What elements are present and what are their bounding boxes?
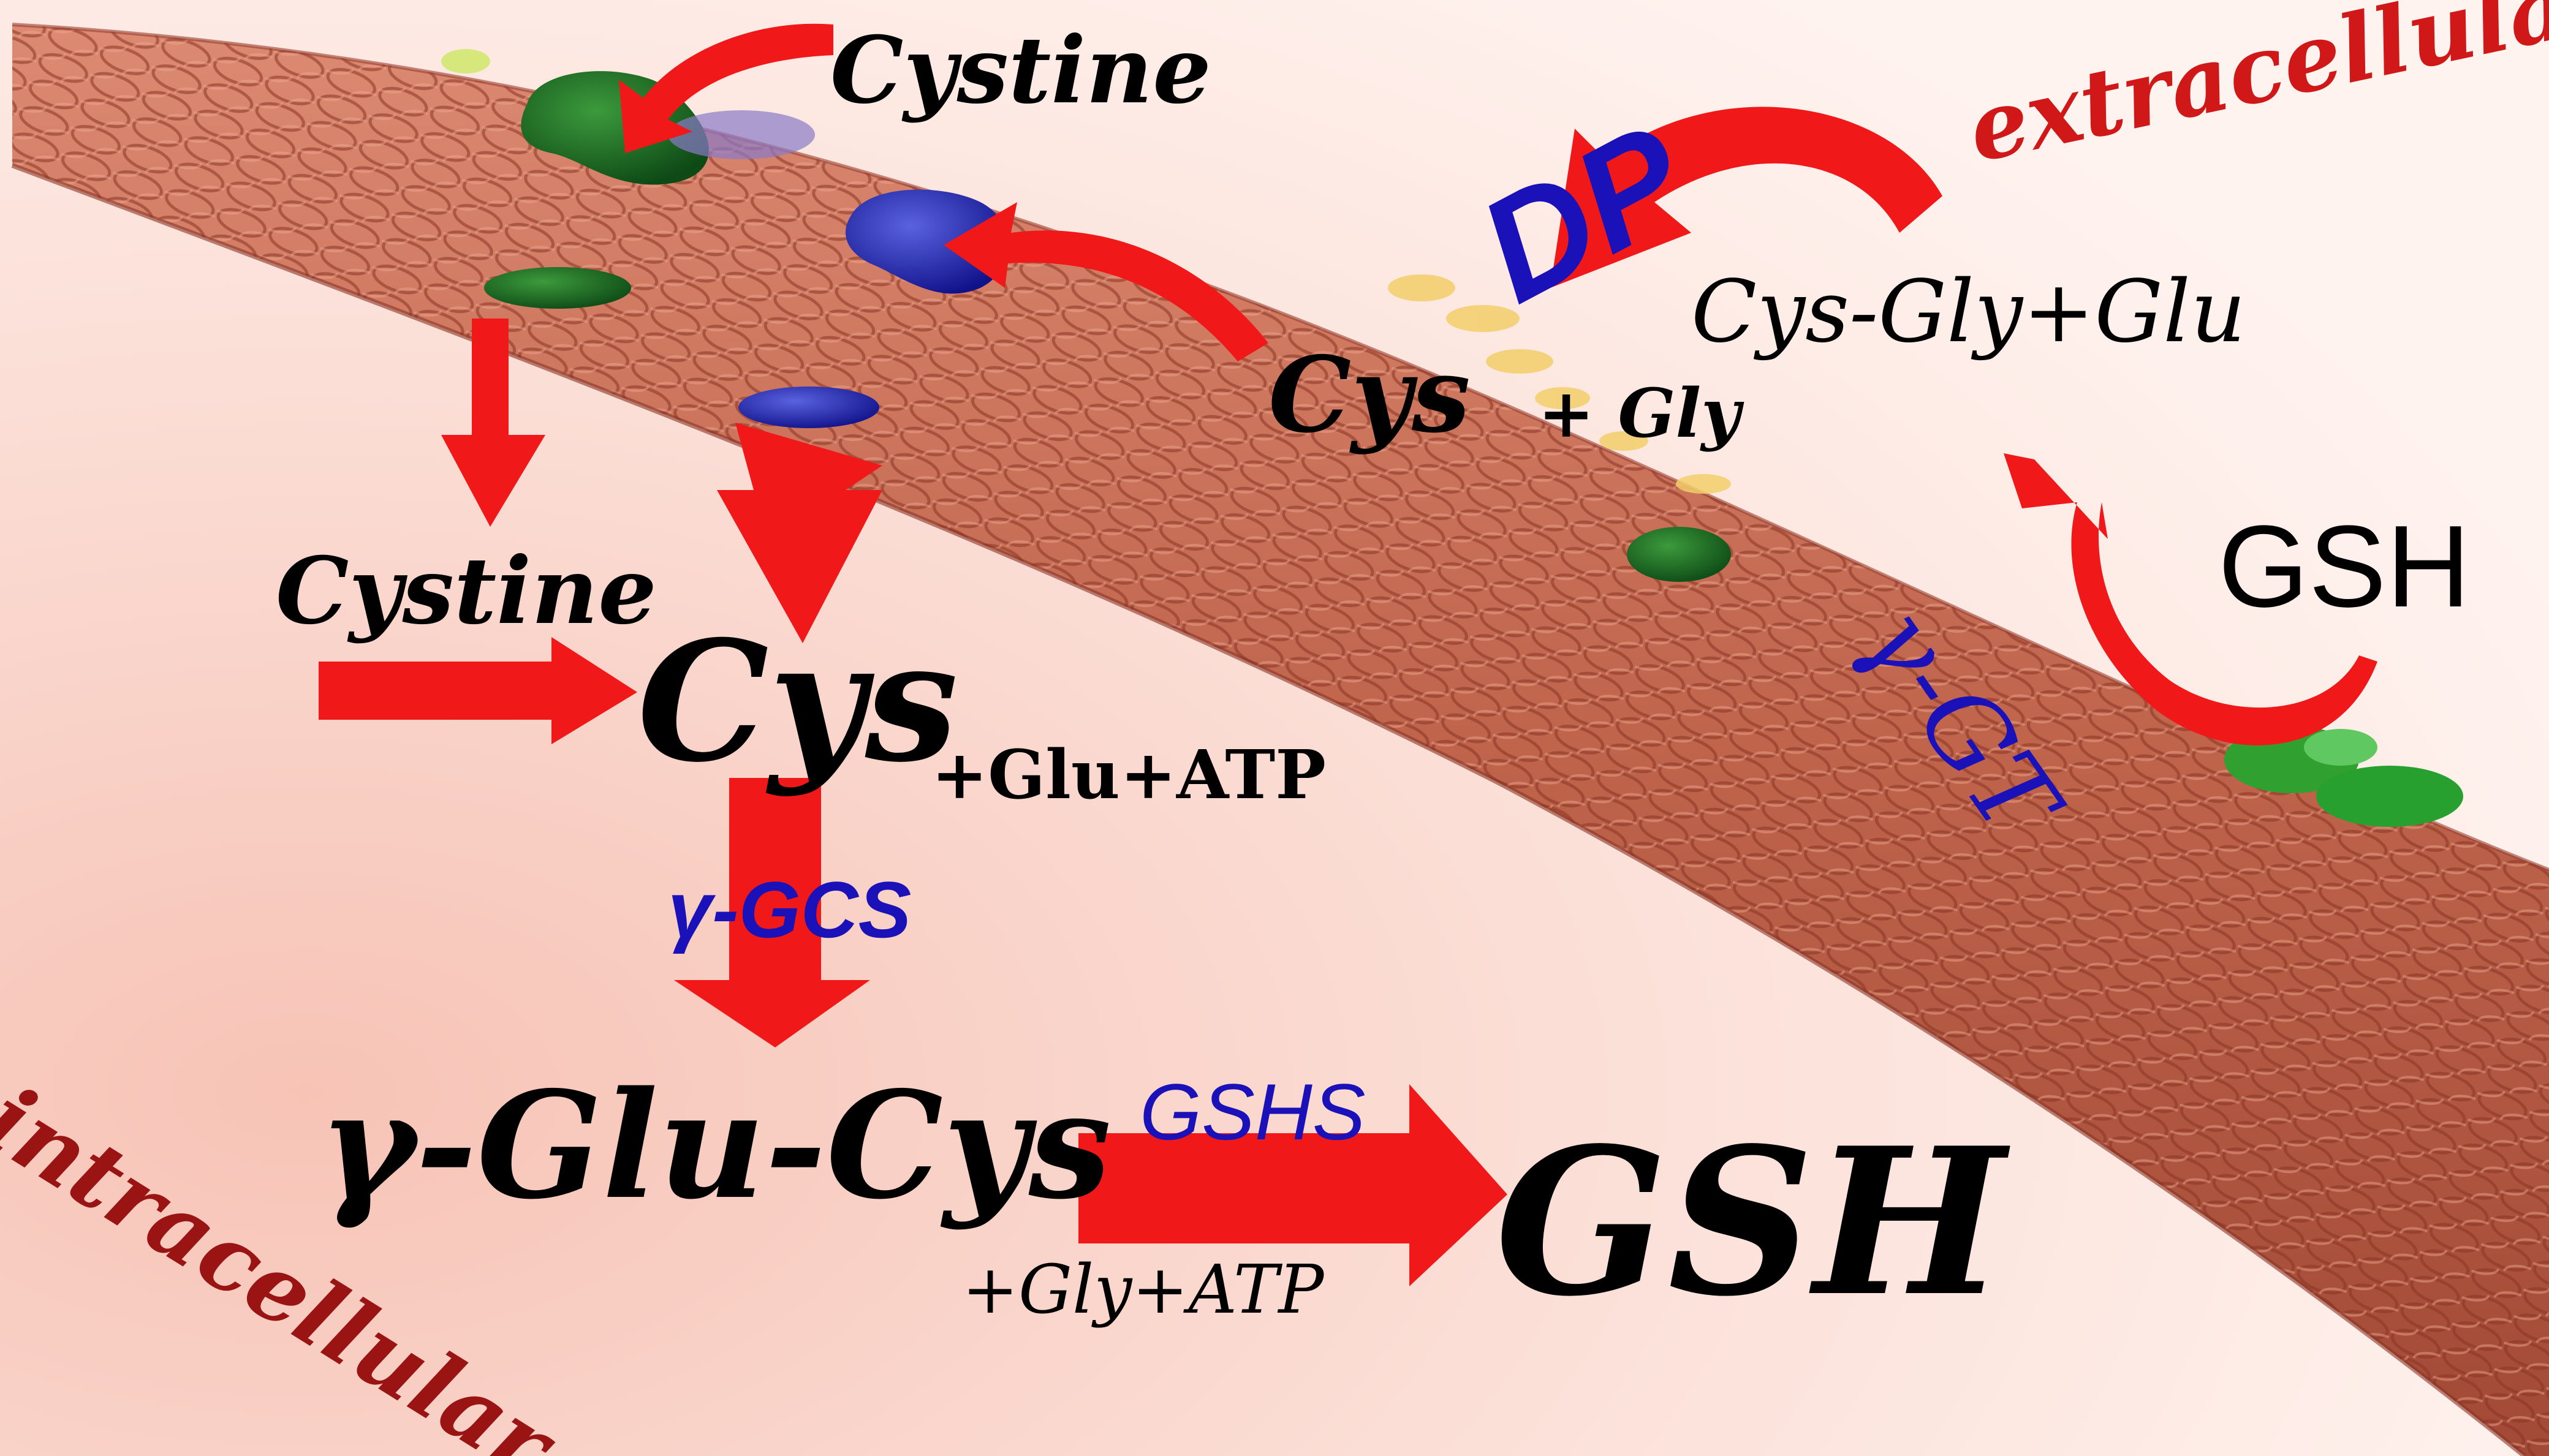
arrow-cys-to-gamma-glu-cys xyxy=(674,778,870,1047)
arrow-gamma-glu-cys-to-gsh xyxy=(1078,1084,1507,1286)
extracellular-gsh-label: GSH xyxy=(2218,502,2471,632)
arrow-cystine-entry xyxy=(441,319,545,527)
dp-site-granules xyxy=(441,49,1731,494)
transporter-green-lower xyxy=(484,267,631,309)
arrow-cystine-uptake-curve xyxy=(619,23,833,153)
extracellular-cys-label: Cys xyxy=(1268,334,1471,456)
extracellular-cys-gly-glu-label: Cys-Gly+Glu xyxy=(1691,262,2246,362)
enzyme-gshs-label: GSHS xyxy=(1140,1067,1366,1156)
intracellular-plus-gly-atp-label: +Gly+ATP xyxy=(962,1250,1324,1329)
transporter-blue-lower xyxy=(738,387,879,428)
arrow-gamma-gt-cycle xyxy=(2004,453,2377,745)
intracellular-cystine-label: Cystine xyxy=(276,537,657,645)
transporter-green-mid xyxy=(1627,527,1731,582)
transporter-blue-upper xyxy=(846,189,1008,294)
arrow-dp-cleavage-curve xyxy=(1550,107,1942,289)
arrow-cys-entry xyxy=(717,423,882,643)
extracellular-cystine-label: Cystine xyxy=(830,17,1211,124)
arrow-cystine-to-cys xyxy=(319,637,637,744)
enzyme-gamma-gcs-label: γ-GCS xyxy=(668,865,912,954)
intracellular-gsh-label: GSH xyxy=(1495,1103,2005,1341)
intracellular-cys-label: Cys xyxy=(637,604,958,799)
extracellular-plus-gly-label: + Gly xyxy=(1538,374,1741,453)
arrow-cys-uptake-curve xyxy=(944,202,1268,361)
intracellular-gamma-glu-cys-label: γ-Glu-Cys xyxy=(319,1059,1112,1232)
intracellular-plus-glu-atp-label: +Glu+ATP xyxy=(931,735,1326,814)
transporter-purple xyxy=(668,110,815,159)
